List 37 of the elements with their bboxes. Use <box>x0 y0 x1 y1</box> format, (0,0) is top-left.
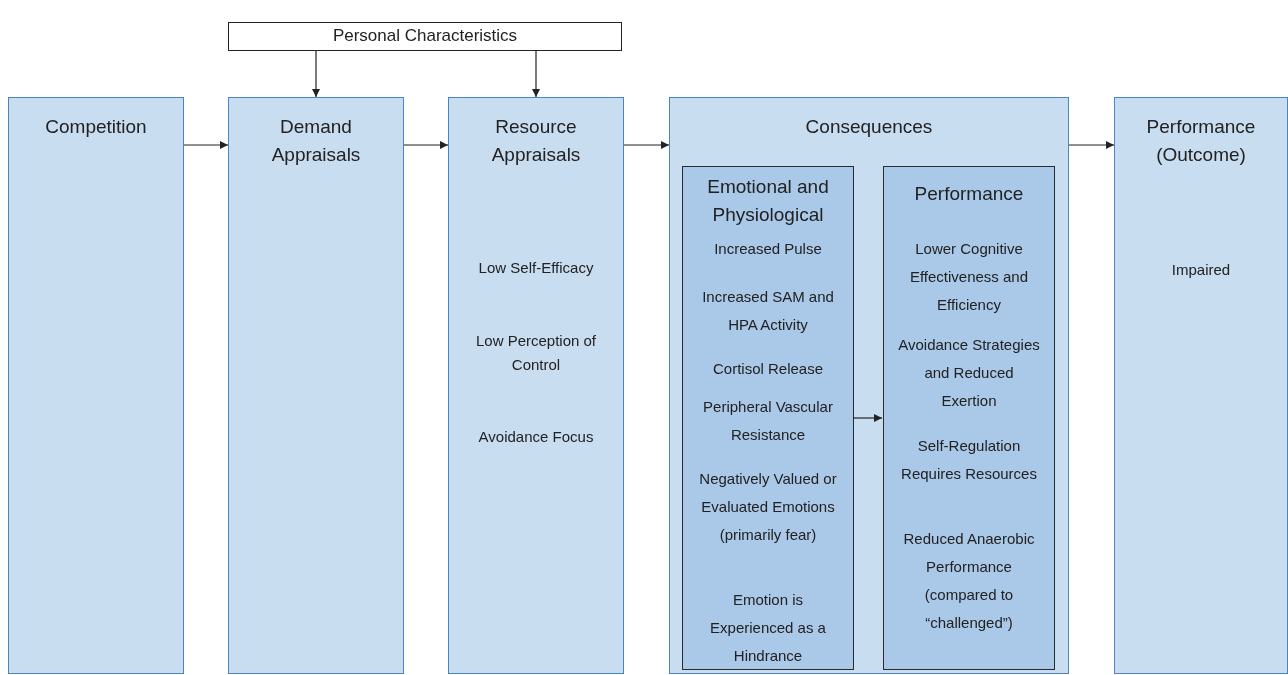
arrow <box>403 140 449 150</box>
list-item: Negatively Valued or Evaluated Emotions (primarily fear) <box>698 469 838 545</box>
stage-panel <box>1114 97 1288 674</box>
heading: Performance <box>913 182 1025 206</box>
list-item: Cortisol Release <box>711 359 824 379</box>
heading: Performance (Outcome) <box>1145 115 1257 167</box>
heading: Consequences <box>804 115 934 139</box>
arrow <box>183 140 229 150</box>
list-item: Avoidance Focus <box>477 427 595 447</box>
list-item: Low Perception of Control <box>474 331 598 375</box>
list-item: Emotion is Experienced as a Hindrance <box>709 590 827 666</box>
list-item: Low Self-Efficacy <box>477 258 595 278</box>
factor-box <box>228 22 622 51</box>
category-box <box>883 166 1055 670</box>
arrow <box>311 50 321 98</box>
stage-panel <box>228 97 404 674</box>
arrow <box>1068 140 1115 150</box>
stage-panel <box>448 97 624 674</box>
stage-panel <box>669 97 1069 674</box>
list-item: Increased SAM and HPA Activity <box>701 287 835 335</box>
list-item: Increased Pulse <box>713 239 823 259</box>
heading: Emotional and Physiological <box>706 175 830 227</box>
arrow <box>852 413 883 423</box>
heading: Personal Characteristics <box>331 25 519 47</box>
list-item: Self-Regulation Requires Resources <box>900 436 1038 484</box>
category-box <box>682 166 854 670</box>
list-item: Avoidance Strategies and Reduced Exertion <box>897 335 1041 411</box>
arrow <box>623 140 670 150</box>
heading: Resource Appraisals <box>490 115 582 167</box>
arrow <box>531 50 541 98</box>
list-item: Peripheral Vascular Resistance <box>702 397 834 445</box>
stage-panel <box>8 97 184 674</box>
heading: Demand Appraisals <box>270 115 362 167</box>
list-item: Impaired <box>1170 260 1232 280</box>
list-item: Lower Cognitive Effectiveness and Efficiency <box>908 239 1030 315</box>
list-item: Reduced Anaerobic Performance (compared to “challenged”) <box>902 529 1036 633</box>
heading: Competition <box>44 115 148 139</box>
